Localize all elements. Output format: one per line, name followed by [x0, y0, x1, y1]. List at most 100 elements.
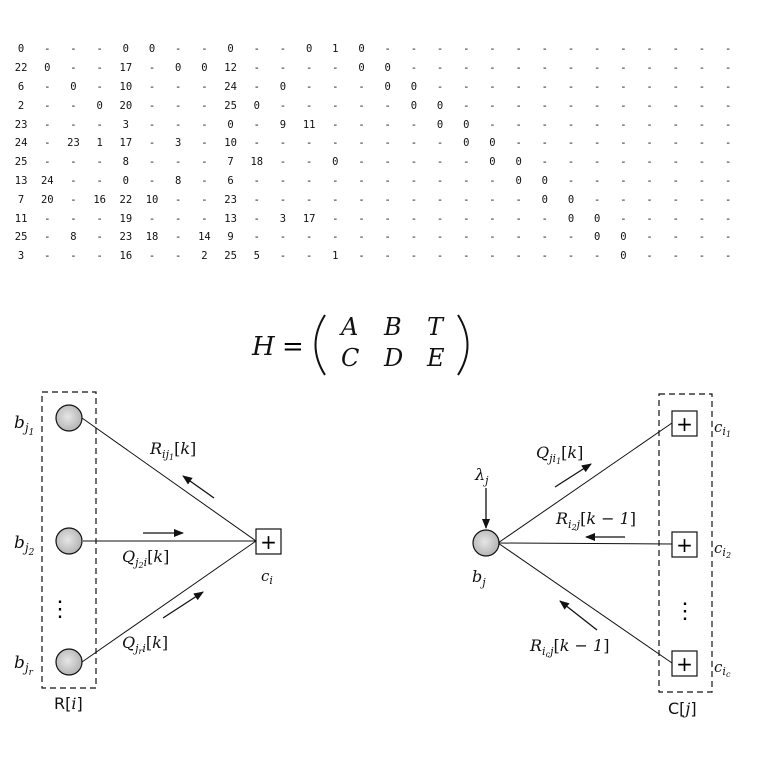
matrix-cell: - — [489, 212, 496, 225]
matrix-cell: - — [279, 43, 287, 56]
matrix-cell: 0 — [620, 250, 627, 263]
matrix-cell: - — [305, 250, 313, 263]
matrix-cell: - — [594, 118, 601, 131]
matrix-cell: - — [410, 62, 418, 75]
matrix-cell: - — [358, 137, 365, 150]
matrix-cell: 0 — [594, 212, 601, 225]
matrix-cell: 0 — [70, 80, 77, 93]
matrix-cell: - — [279, 62, 287, 75]
matrix-cell: 23 — [224, 193, 237, 206]
matrix-cell: 1 — [96, 137, 103, 150]
matrix-cell: - — [646, 212, 653, 225]
matrix-cell: 25 — [14, 231, 28, 244]
arrow-R-icj — [559, 600, 598, 631]
matrix-cell: 0 — [384, 80, 391, 93]
matrix-cell: - — [410, 118, 418, 131]
matrix-cell: - — [175, 43, 182, 56]
matrix-cell: - — [279, 174, 287, 187]
matrix-cell: - — [489, 174, 496, 187]
matrix-cell: - — [541, 231, 548, 244]
matrix-cell: - — [672, 212, 679, 225]
matrix-cell: 8 — [175, 174, 182, 187]
matrix-cell: - — [201, 212, 208, 225]
matrix-cell: - — [594, 156, 601, 169]
matrix-cell: - — [148, 118, 156, 131]
label-b-jr: bjr — [14, 653, 34, 678]
matrix-cell: - — [594, 193, 601, 206]
label-c-i2: ci2 — [714, 539, 731, 560]
matrix-cell: - — [672, 174, 679, 187]
matrix-cell: 18 — [145, 231, 159, 244]
matrix-cell: 0 — [358, 43, 365, 56]
matrix-cell: - — [279, 250, 287, 263]
label-C-j: C[j] — [668, 699, 697, 718]
label-c-i: ci — [261, 567, 273, 587]
matrix-cell: - — [567, 231, 575, 244]
variable-node-update: + + + ⋮ λj bj ci1 ci2 cic C[j] Qji1[k] R… — [472, 393, 731, 718]
matrix-cell: - — [175, 231, 182, 244]
matrix-cell: - — [96, 174, 103, 187]
matrix-cell: - — [410, 43, 418, 56]
matrix-cell: 19 — [119, 212, 133, 225]
block-A: A — [339, 313, 358, 341]
matrix-cell: - — [148, 250, 156, 263]
matrix-cell: 0 — [489, 156, 496, 169]
msg-R-icj: Ricj[k − 1] — [529, 636, 609, 659]
matrix-cell: - — [332, 231, 339, 244]
matrix-cell: 3 — [17, 250, 25, 263]
matrix-cell: - — [620, 193, 627, 206]
matrix-cell: - — [70, 156, 77, 169]
matrix-cell: - — [698, 231, 706, 244]
matrix-cell: 3 — [122, 118, 129, 131]
matrix-cell: - — [44, 137, 51, 150]
matrix-cell: 12 — [224, 62, 237, 75]
matrix-cell: - — [698, 212, 706, 225]
check-node-1 — [671, 410, 698, 437]
matrix-cell: - — [436, 250, 444, 263]
matrix-cell: - — [672, 80, 679, 93]
matrix-cell: 6 — [227, 174, 234, 187]
matrix-cell: 0 — [44, 62, 51, 75]
matrix-cell: - — [541, 62, 548, 75]
matrix-cell: - — [724, 137, 732, 150]
matrix-cell: - — [698, 156, 706, 169]
matrix-cell: - — [620, 137, 627, 150]
matrix-cell: - — [463, 212, 470, 225]
matrix-cell: 11 — [14, 212, 28, 225]
matrix-cell: - — [567, 99, 575, 112]
matrix-cell: 0 — [227, 118, 234, 131]
matrix-cell: - — [384, 193, 391, 206]
matrix-cell: - — [96, 80, 103, 93]
matrix-cell: - — [358, 212, 365, 225]
svg-text:+: + — [676, 652, 693, 676]
matrix-cell: - — [70, 99, 77, 112]
matrix-cell: - — [672, 118, 679, 131]
matrix-cell: - — [96, 212, 103, 225]
matrix-cell: 0 — [148, 43, 156, 56]
matrix-cell: - — [70, 174, 77, 187]
matrix-cell: - — [332, 99, 339, 112]
matrix-cell: 2 — [201, 250, 208, 263]
matrix-cell: - — [305, 62, 313, 75]
matrix-cell: 0 — [253, 99, 260, 112]
matrix-cell: - — [541, 80, 548, 93]
matrix-cell: - — [410, 250, 418, 263]
matrix-cell: - — [332, 137, 339, 150]
matrix-cell: - — [724, 62, 732, 75]
matrix-cell: 0 — [436, 99, 444, 112]
matrix-cell: 0 — [122, 174, 129, 187]
matrix-cell: - — [724, 231, 732, 244]
matrix-cell: - — [44, 250, 51, 263]
matrix-cell: - — [515, 137, 522, 150]
matrix-cell: - — [515, 193, 522, 206]
matrix-cell: 17 — [302, 212, 316, 225]
matrix-cell: 9 — [279, 118, 287, 131]
matrix-cell: 0 — [384, 62, 391, 75]
matrix-cell: - — [410, 174, 418, 187]
matrix-cell: - — [567, 174, 575, 187]
matrix-cell: - — [698, 80, 706, 93]
